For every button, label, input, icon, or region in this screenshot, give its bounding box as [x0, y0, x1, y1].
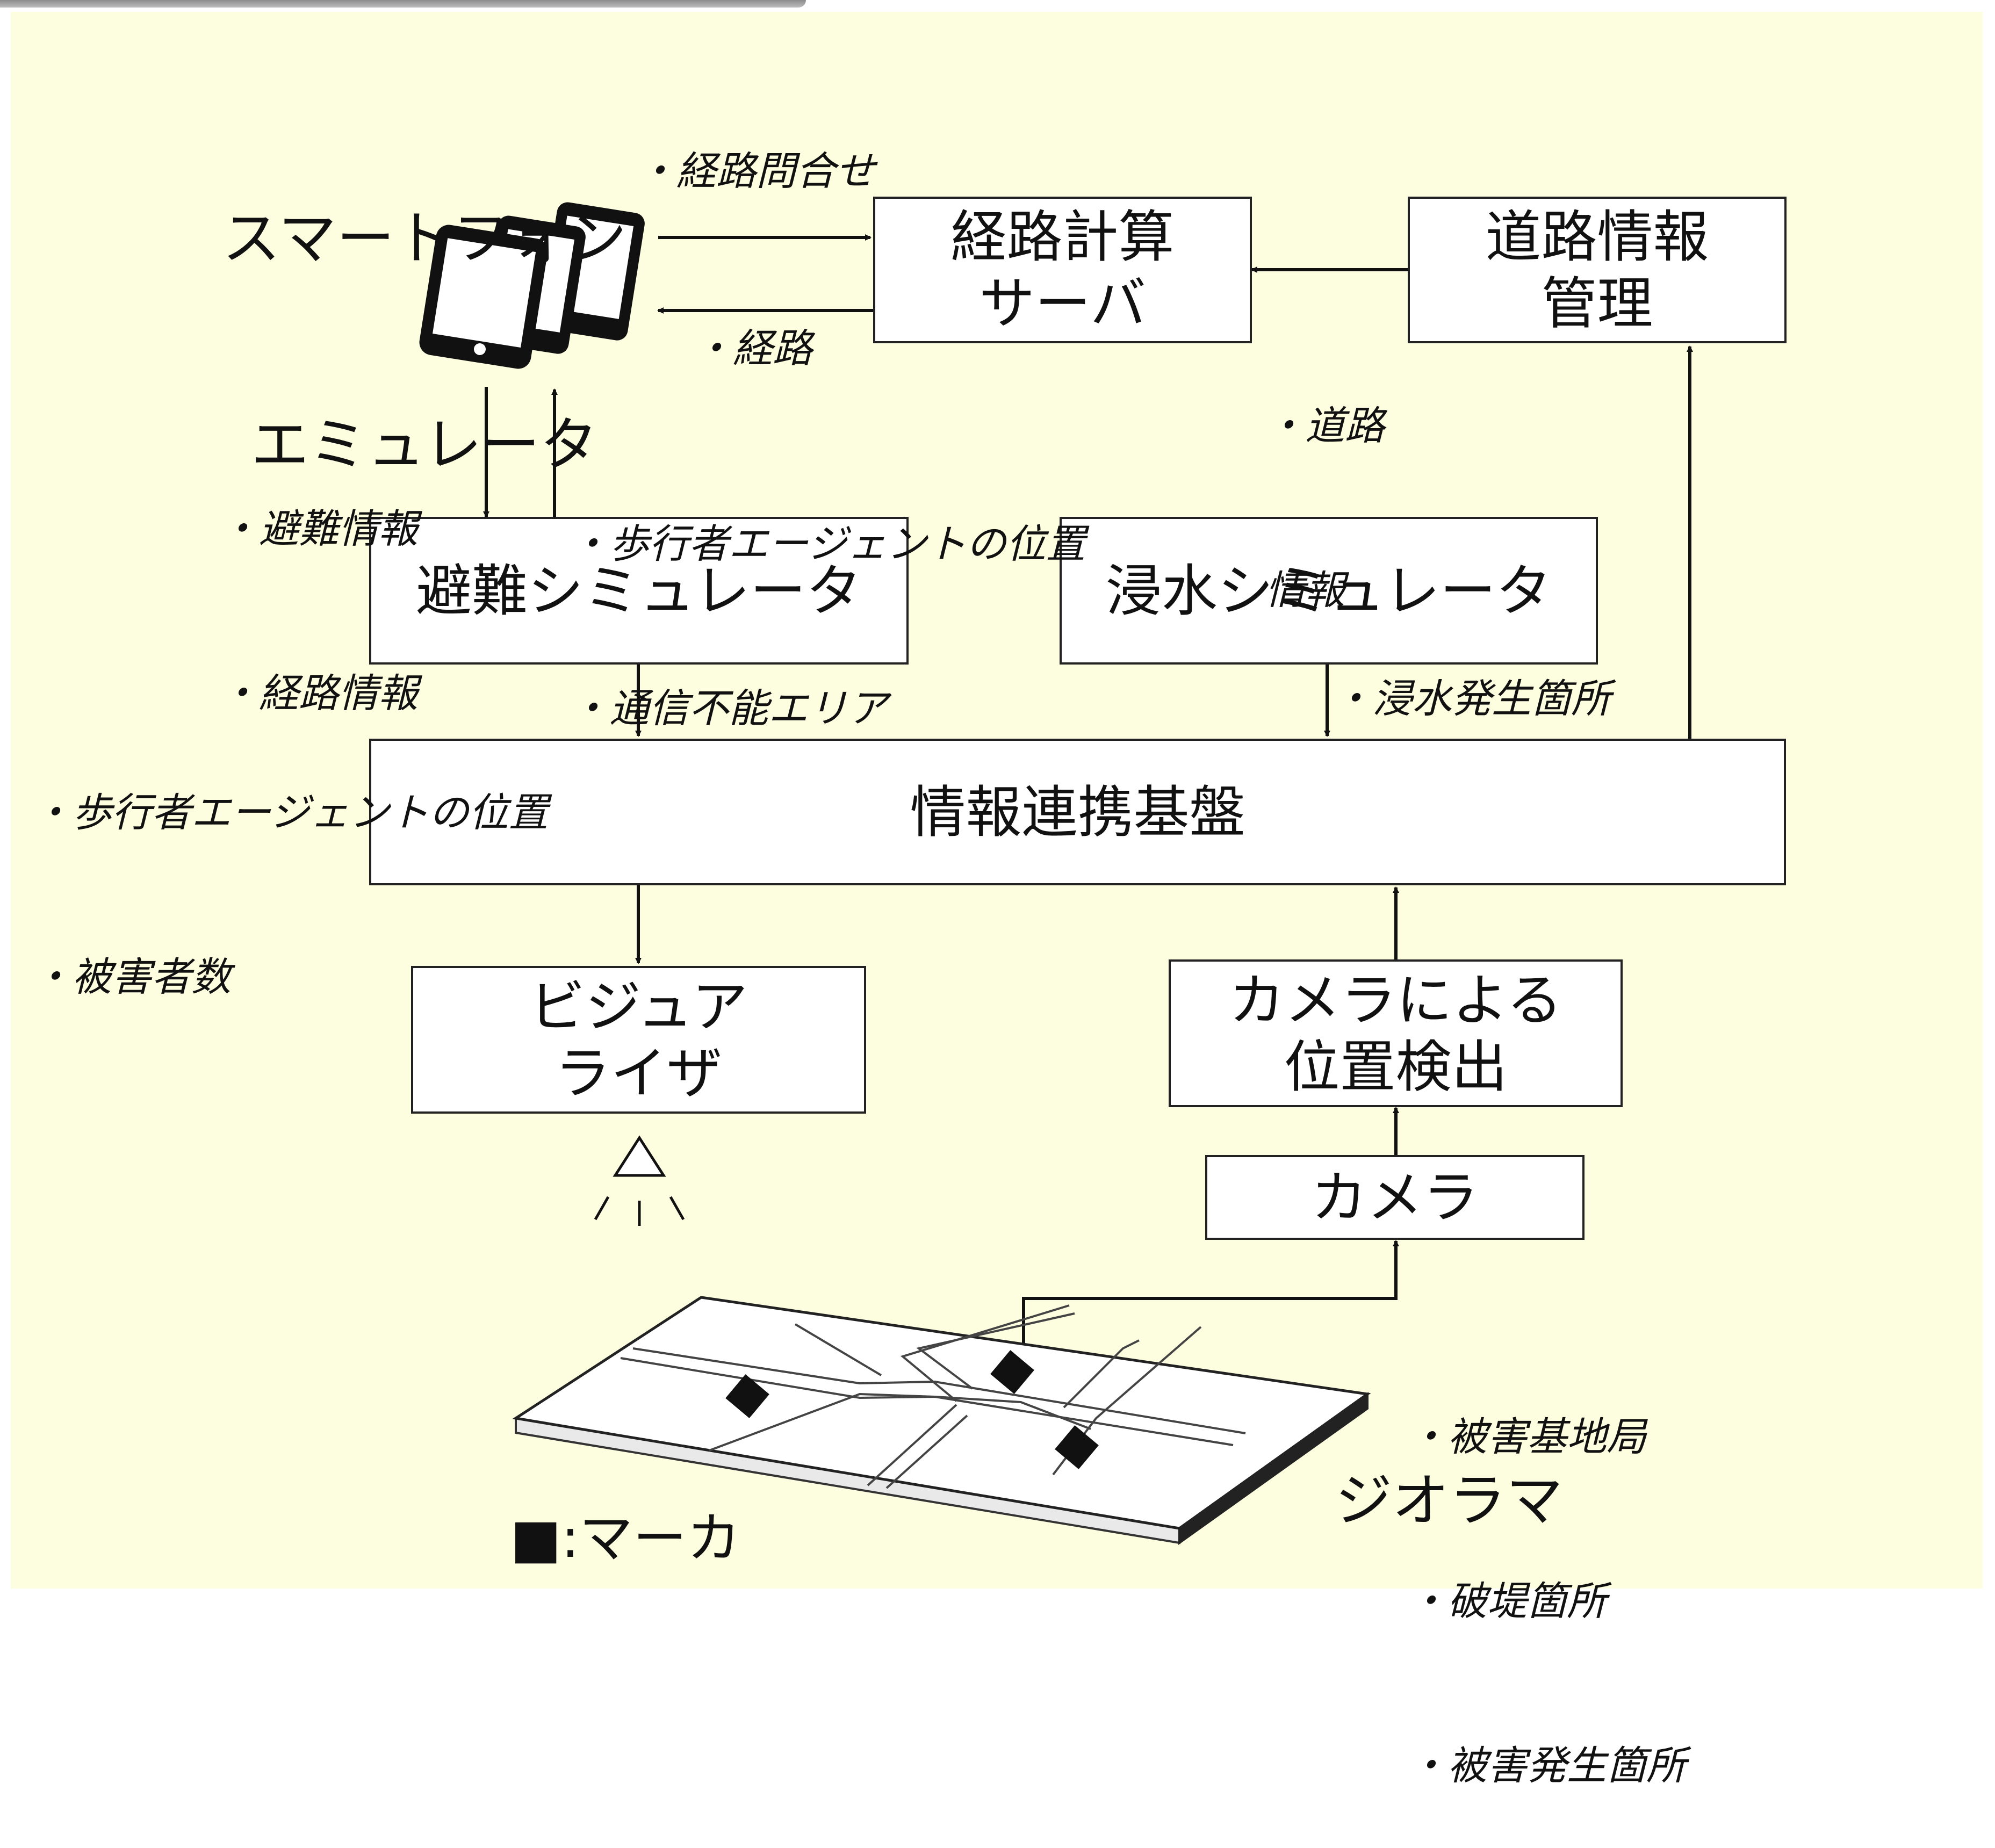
- diagram-graphics: [419, 202, 1693, 1545]
- label-diorama-output: ・被害基地局 ・破堤箇所 ・被害発生箇所: [1408, 1414, 1686, 1789]
- marker-legend: ■:マーカ: [510, 1507, 741, 1570]
- road-info-box: 道路情報管理: [1408, 197, 1787, 343]
- route-server-box: 経路計算サーバ: [873, 197, 1252, 343]
- camera-detection-box: カメラによる位置検出: [1169, 959, 1623, 1107]
- label-from-phone: ・歩行者エージェントの位置 ・通信不能エリア: [570, 521, 1086, 732]
- label-flood-output: ・浸水発生箇所: [1333, 676, 1611, 722]
- marker-3: [1055, 1425, 1099, 1469]
- window-top-bar: [0, 0, 806, 8]
- label-route-query: ・経路問合せ: [637, 148, 875, 194]
- info-platform-box: 情報連携基盤: [369, 739, 1786, 885]
- label-road-info: ・道路 情報: [1265, 403, 1385, 613]
- evac-simulator-box: 避難シミュレータ: [369, 517, 909, 665]
- camera-box: カメラ: [1205, 1155, 1585, 1240]
- projector-icon: [594, 1135, 685, 1226]
- label-evac-output: ・歩行者エージェントの位置 ・被害者数: [32, 790, 549, 1000]
- label-route: ・経路: [693, 326, 812, 372]
- diorama-label: ジオラマ: [1335, 1468, 1563, 1534]
- marker-1: [725, 1374, 769, 1418]
- arrow-diorama-to-camera: [1022, 1240, 1399, 1354]
- visualizer-box: ビジュアライザ: [411, 966, 866, 1114]
- flood-simulator-box: 浸水シミュレータ: [1060, 517, 1598, 665]
- label-to-phone: ・避難情報 ・経路情報: [219, 506, 418, 717]
- diorama-map: [512, 1296, 1371, 1545]
- smartphone-emulator-title: スマートフォン エミュレータ: [222, 205, 627, 479]
- marker-2: [990, 1350, 1034, 1394]
- smartphone-icon: [419, 202, 645, 369]
